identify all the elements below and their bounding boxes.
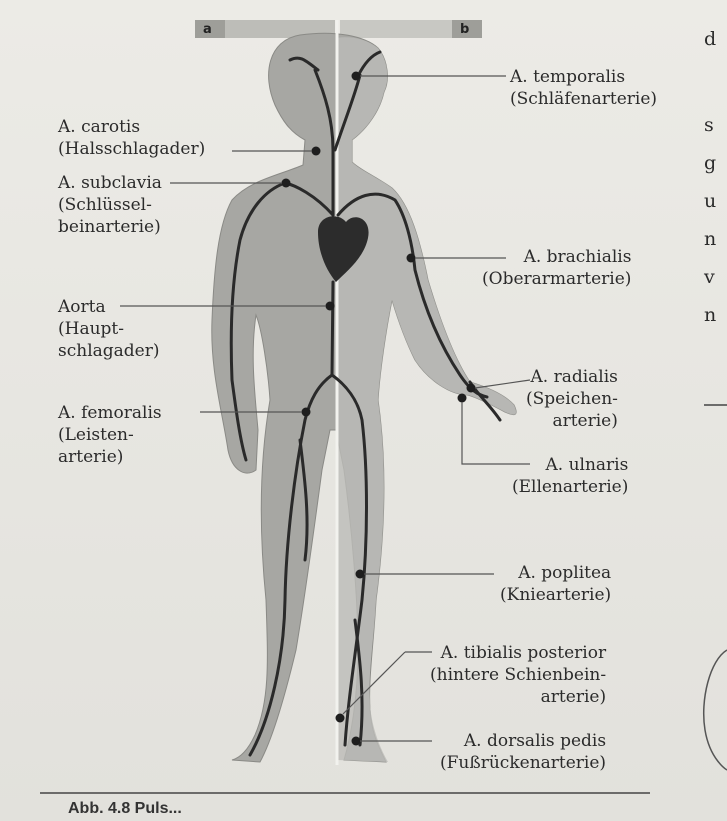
dot-femoralis — [302, 408, 311, 417]
label-temporalis: A. temporalis (Schläfenarterie) — [510, 66, 657, 110]
dot-radialis — [467, 384, 476, 393]
label-aorta: Aorta (Haupt- schlagader) — [58, 296, 160, 362]
dot-tibialis — [336, 714, 345, 723]
label-brachialis: A. brachialis (Oberarmarterie) — [482, 246, 631, 290]
side-text-5: v — [704, 266, 715, 288]
panel-tag-a: a — [203, 22, 212, 37]
side-text-3: u — [704, 190, 716, 212]
dot-poplitea — [356, 570, 365, 579]
side-text-0: d — [704, 28, 716, 50]
dot-brachialis — [407, 254, 416, 263]
figure-caption: Abb. 4.8 Puls... — [68, 800, 182, 818]
side-text-1: s — [704, 114, 714, 136]
label-femoralis: A. femoralis (Leisten- arterie) — [58, 402, 162, 468]
dot-temporalis — [352, 72, 361, 81]
label-ulnaris: A. ulnaris (Ellenarterie) — [512, 454, 628, 498]
dot-carotis — [312, 147, 321, 156]
side-text-2: g — [704, 152, 716, 174]
panel-tag-b: b — [460, 22, 469, 37]
dot-aorta — [326, 302, 335, 311]
label-dorsalis: A. dorsalis pedis (Fußrückenarterie) — [440, 730, 606, 774]
label-subclavia: A. subclavia (Schlüssel- beinarterie) — [58, 172, 162, 238]
label-carotis: A. carotis (Halsschlagader) — [58, 116, 205, 160]
label-poplitea: A. poplitea (Kniearterie) — [500, 562, 611, 606]
side-text-6: n — [704, 304, 716, 326]
side-text-4: n — [704, 228, 716, 250]
label-radialis: A. radialis (Speichen- arterie) — [526, 366, 618, 432]
dot-ulnaris — [458, 394, 467, 403]
dot-subclavia — [282, 179, 291, 188]
dot-dorsalis — [352, 737, 361, 746]
label-tibialis: A. tibialis posterior (hintere Schienbei… — [430, 642, 606, 708]
